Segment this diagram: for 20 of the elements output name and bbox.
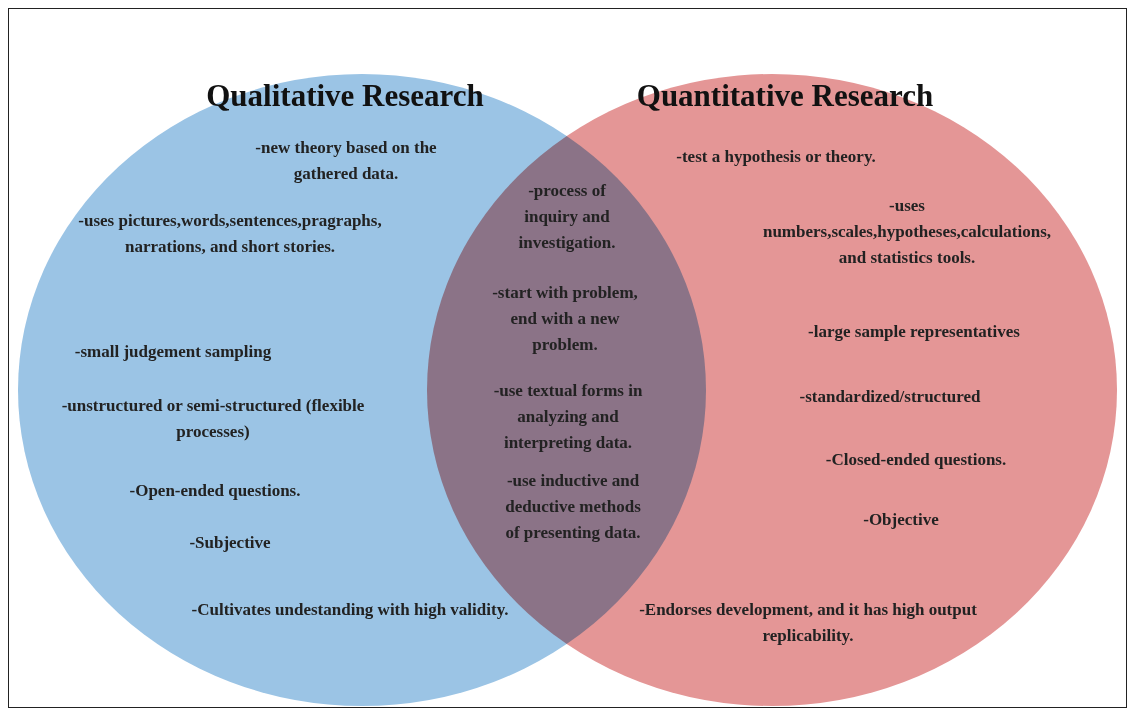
circle-heading: Quantitative Research <box>636 78 934 114</box>
bullet-text: -Cultivates undestanding with high validity. <box>190 599 510 621</box>
overlap-text: -use inductive and deductive methods of presenting data. <box>504 470 642 544</box>
bullet-text: -Open-ended questions. <box>128 480 302 502</box>
bullet-text: -large sample representatives <box>807 321 1021 343</box>
bullet-text: -uses numbers,scales,hypotheses,calculations, and statistics tools. <box>762 195 1052 269</box>
overlap-text: -start with problem, end with a new problem. <box>491 282 639 356</box>
overlap-text: -process of inquiry and investigation. <box>517 180 617 254</box>
bullet-text: -Objective <box>862 509 940 531</box>
bullet-text: -uses pictures,words,sentences,pragraphs, narrations, and short stories. <box>77 210 383 258</box>
bullet-text: -new theory based on the gathered data. <box>254 137 438 185</box>
bullet-text: -test a hypothesis or theory. <box>675 146 877 168</box>
bullet-text: -Subjective <box>188 532 272 554</box>
overlap-text: -use textual forms in analyzing and interpreting data. <box>492 380 644 454</box>
bullet-text: -Closed-ended questions. <box>824 449 1008 471</box>
bullet-text: -small judgement sampling <box>73 341 273 363</box>
bullet-text: -Endorses development, and it has high output replicability. <box>638 599 978 647</box>
circle-heading: Qualitative Research <box>206 78 484 114</box>
bullet-text: -unstructured or semi-structured (flexible processes) <box>60 395 366 443</box>
bullet-text: -standardized/structured <box>798 386 982 408</box>
